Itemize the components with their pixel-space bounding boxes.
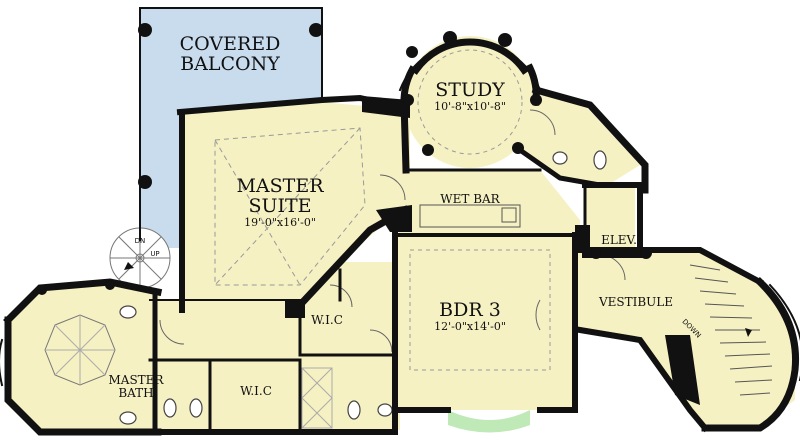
bath-sink-1-icon: [119, 305, 137, 319]
room-labels: COVERED BALCONY STUDY 10'-8"x10'-8" MAST…: [109, 33, 674, 400]
elevator-floor: [585, 185, 635, 255]
octa-line-4: [54, 324, 106, 376]
bath-toilet-icon: [163, 398, 177, 418]
door-master-bath: [159, 319, 185, 345]
vestibule-column-1: [590, 247, 602, 259]
study-column-2: [498, 33, 512, 47]
bdr3-bay-window: [448, 410, 530, 433]
door-bath-link: [369, 329, 393, 353]
vestibule-label: VESTIBULE: [598, 295, 673, 309]
main-stair: [689, 264, 773, 396]
hall-lower-floor: [150, 300, 400, 430]
walls: [0, 7, 800, 436]
master-suite-floor: [180, 102, 410, 312]
column-2: [309, 23, 323, 37]
solid-walls: [285, 96, 700, 405]
door-bdr3: [535, 299, 541, 331]
door-wic-upper: [329, 284, 353, 308]
spiral-stair: [109, 227, 171, 289]
hatch-panels: [301, 367, 333, 429]
stair-window: [768, 283, 800, 382]
study-ceiling-ring: [417, 49, 523, 155]
powder-outer-wall: [531, 85, 649, 194]
columns: [37, 23, 652, 295]
wetbar-sink: [501, 207, 517, 223]
study-label: STUDY: [435, 79, 505, 101]
study-column-7: [422, 144, 434, 156]
solid-wall-1: [362, 96, 410, 118]
balcony-label-line1: COVERED: [180, 33, 281, 55]
bath-outer-wall: [4, 316, 162, 436]
door-powder: [529, 109, 556, 136]
master-suite-dims: 19'-0"x16'-0": [244, 216, 316, 229]
vestibule-bottom-wall: [576, 326, 710, 433]
powder-floor: [520, 90, 640, 190]
bath-bidet-icon: [189, 398, 203, 418]
vestibule-column-2: [640, 247, 652, 259]
bdr3-label: BDR 3: [439, 299, 501, 321]
wetbar-counter: [419, 204, 521, 228]
bath-top-wall: [3, 278, 163, 325]
study-column-3: [406, 46, 418, 58]
study-window-arc: [398, 40, 542, 92]
balcony-rail: [139, 7, 323, 101]
stair-round-wall: [701, 277, 800, 432]
powder-sink-icon: [552, 151, 568, 165]
spiral-dn-label: DN: [135, 237, 146, 245]
study-column-1: [443, 31, 457, 45]
column-3: [138, 175, 152, 189]
bath-window: [0, 338, 4, 387]
bdr3-floor: [395, 235, 575, 410]
tray-ceiling: [214, 127, 366, 286]
door-suite-wetbar: [379, 174, 406, 201]
bdr3-right-lower: [537, 327, 578, 413]
powder-toilet-icon: [593, 150, 607, 170]
tray-diagonal-1: [214, 139, 301, 286]
wic-lower-label: W.I.C: [240, 384, 272, 398]
master-bath-label-line2: BATH: [118, 386, 153, 400]
solid-wall-2: [376, 205, 412, 232]
master-suite-label-line2: SUITE: [248, 195, 311, 217]
vestibule-top-wall: [572, 247, 765, 287]
study-column-5: [530, 94, 542, 106]
study-column-6: [512, 142, 524, 154]
bdr-toilet-icon: [347, 400, 361, 420]
balcony-label-line2: BALCONY: [180, 53, 280, 75]
solid-wall-4: [665, 335, 700, 405]
master-bath-label-line1: MASTER: [109, 373, 165, 387]
column-1: [138, 23, 152, 37]
spiral-arrow-icon: [124, 262, 134, 270]
wic-upper-walls: [298, 303, 397, 357]
study-column-4: [402, 94, 414, 106]
bath-sink-2-icon: [119, 411, 137, 425]
master-suite-label-line1: MASTER: [236, 175, 324, 197]
study-dims: 10'-8"x10'-8": [434, 100, 506, 113]
fixtures: [119, 150, 607, 425]
interior-lines: [44, 49, 773, 429]
bdr3-ceiling: [409, 249, 551, 371]
solid-wall-5: [575, 225, 590, 250]
study-floor: [404, 36, 536, 168]
main-stair-arrow-icon: [745, 328, 752, 337]
elevator-walls: [582, 182, 643, 258]
bath-column-1: [105, 280, 115, 290]
wet-bar-label: WET BAR: [440, 192, 500, 206]
solid-wall-3: [285, 300, 305, 318]
wetbar-floor: [395, 170, 580, 330]
bdr-sink-icon: [377, 403, 393, 417]
wic-upper-label: W.I.C: [311, 313, 343, 327]
elevator-label: ELEV.: [601, 233, 637, 247]
bath-column-2: [37, 285, 47, 295]
master-bath-floor: [8, 282, 160, 432]
bdr3-dims: 12'-0"x14'-0": [434, 320, 506, 333]
spiral-up-label: UP: [150, 250, 159, 258]
